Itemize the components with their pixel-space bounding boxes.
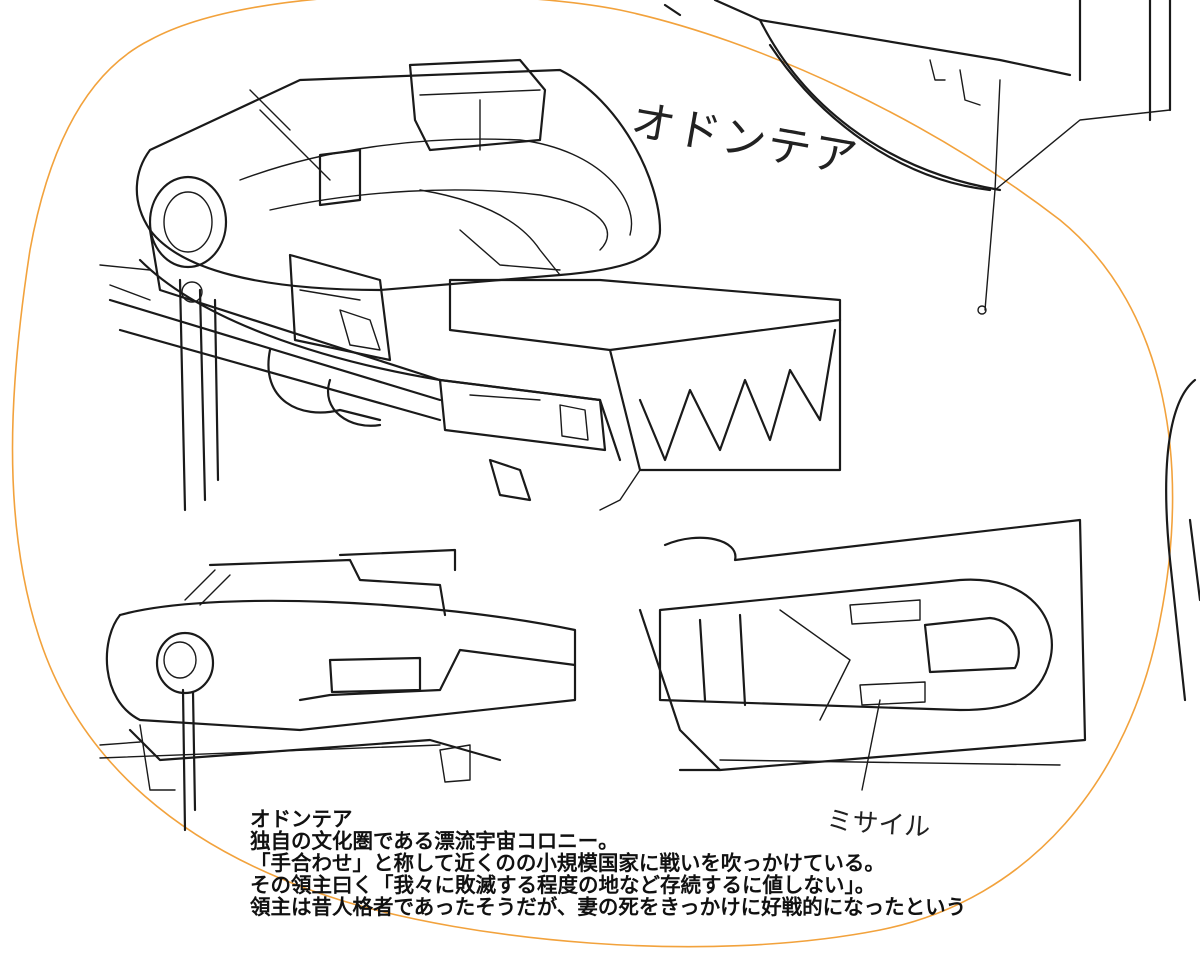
caption-line: オドンテア xyxy=(250,807,353,831)
caption-line: その領主曰く「我々に敗滅する程度の地など存続するに値しない」。 xyxy=(250,873,876,897)
edge-sketch xyxy=(1165,378,1200,702)
caption-line: 独自の文化圏である漂流宇宙コロニー。 xyxy=(250,829,619,853)
main-view-sketch xyxy=(99,58,842,512)
partial-view-sketch xyxy=(663,0,1172,315)
caption-text: オドンテア 独自の文化圏である漂流宇宙コロニー。 「手合わせ」と称して近くのの小… xyxy=(250,808,1180,918)
caption-line: 領主は昔人格者であったそうだが、妻の死をきっかけに好戦的になったという xyxy=(250,895,967,919)
side-view-sketch xyxy=(99,548,577,832)
top-view-sketch xyxy=(638,518,1087,791)
orange-outline xyxy=(11,0,1174,948)
caption-line: 「手合わせ」と称して近くのの小規模国家に戦いを吹っかけている。 xyxy=(250,851,885,875)
